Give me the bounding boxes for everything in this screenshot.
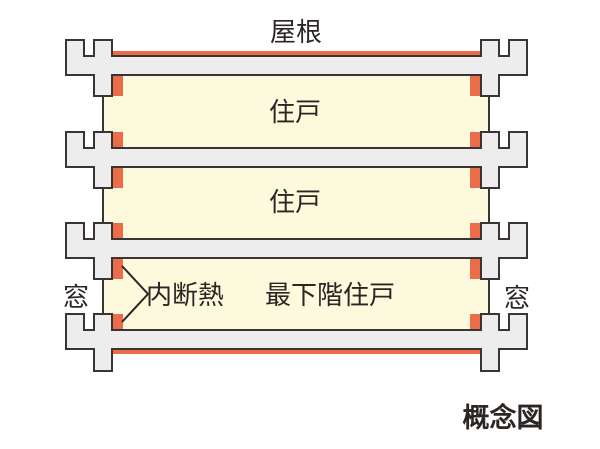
window-label-left: 窓 [63, 282, 89, 312]
insulation-block-room2-top-right [470, 167, 481, 188]
room-top-label: 住戸 [269, 97, 321, 127]
caption-label: 概念図 [463, 402, 544, 433]
window-label-right: 窓 [504, 283, 530, 313]
insulation-block-room1-bottom-right [470, 132, 481, 148]
insulation-label: 内断熱 [146, 280, 224, 310]
insulation-block-room3-top-right [470, 258, 481, 279]
roof-label: 屋根 [270, 17, 322, 47]
insulation-block-room1-top-left [112, 75, 123, 96]
room-top [103, 75, 489, 148]
concrete-floor-slab-3 [65, 222, 528, 280]
insulation-floor-strip [112, 349, 481, 354]
insulation-block-room2-top-left [112, 167, 123, 188]
room-bottom [103, 258, 489, 330]
insulation-block-room2-bottom-right [470, 223, 481, 239]
insulation-roof-strip [112, 51, 481, 56]
insulation-block-room3-top-left [112, 258, 123, 279]
insulation-block-room3-bottom-right [470, 314, 481, 330]
room-bottom-label: 最下階住戸 [265, 280, 395, 310]
insulation-block-room3-bottom-left [112, 314, 123, 330]
concrete-floor-slab-2 [65, 131, 528, 189]
concrete-ground-slab [65, 313, 528, 372]
room-middle [103, 167, 489, 239]
insulation-block-room1-bottom-left [112, 132, 123, 148]
insulation-block-room2-bottom-left [112, 223, 123, 239]
insulation-block-room1-top-right [470, 75, 481, 96]
room-middle-label: 住戸 [269, 187, 321, 217]
concrete-roof-slab [65, 39, 528, 97]
insulation-leader-line [121, 265, 150, 323]
